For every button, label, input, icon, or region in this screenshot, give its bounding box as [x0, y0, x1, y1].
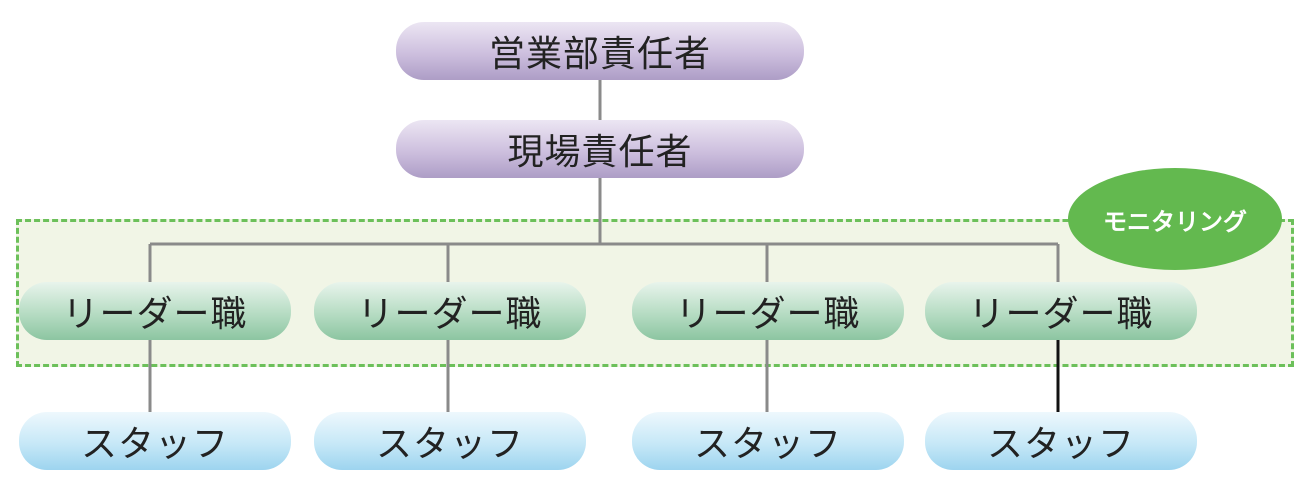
node-staff-4: スタッフ [925, 412, 1197, 470]
node-site-manager: 現場責任者 [396, 120, 804, 178]
node-staff-1: スタッフ [19, 412, 291, 470]
node-sales-department-head: 営業部責任者 [396, 22, 804, 80]
monitoring-badge: モニタリング [1068, 168, 1282, 270]
node-staff-2: スタッフ [314, 412, 586, 470]
node-leader-2: リーダー職 [314, 282, 586, 340]
node-leader-1: リーダー職 [19, 282, 291, 340]
node-leader-4: リーダー職 [925, 282, 1197, 340]
node-leader-3: リーダー職 [632, 282, 904, 340]
node-staff-3: スタッフ [632, 412, 904, 470]
